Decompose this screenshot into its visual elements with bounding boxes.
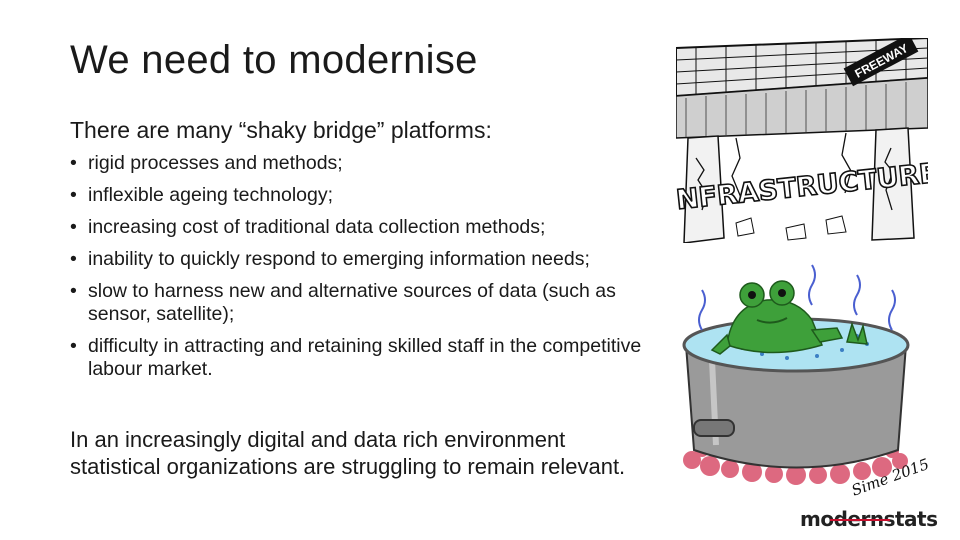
bullet-item: slow to harness new and alternative sour… bbox=[70, 280, 660, 326]
shaky-bridge-cartoon: FREEWAY INFRASTRUCTURE bbox=[676, 38, 928, 243]
slide-title: We need to modernise bbox=[70, 38, 478, 82]
bullet-item: rigid processes and methods; bbox=[70, 152, 660, 175]
conclusion-text: In an increasingly digital and data rich… bbox=[70, 427, 626, 479]
modernstats-logo: modernstats bbox=[800, 507, 938, 531]
slide-subtitle: There are many “shaky bridge” platforms: bbox=[70, 117, 492, 143]
bullet-item: difficulty in attracting and retaining s… bbox=[70, 335, 660, 381]
frog-in-pot-cartoon: Sime 2015 bbox=[682, 264, 931, 500]
bullet-item: inflexible ageing technology; bbox=[70, 184, 660, 207]
bullet-item: increasing cost of traditional data coll… bbox=[70, 216, 660, 239]
bullet-item: inability to quickly respond to emerging… bbox=[70, 248, 660, 271]
bullet-list: rigid processes and methods; inflexible … bbox=[70, 152, 660, 390]
